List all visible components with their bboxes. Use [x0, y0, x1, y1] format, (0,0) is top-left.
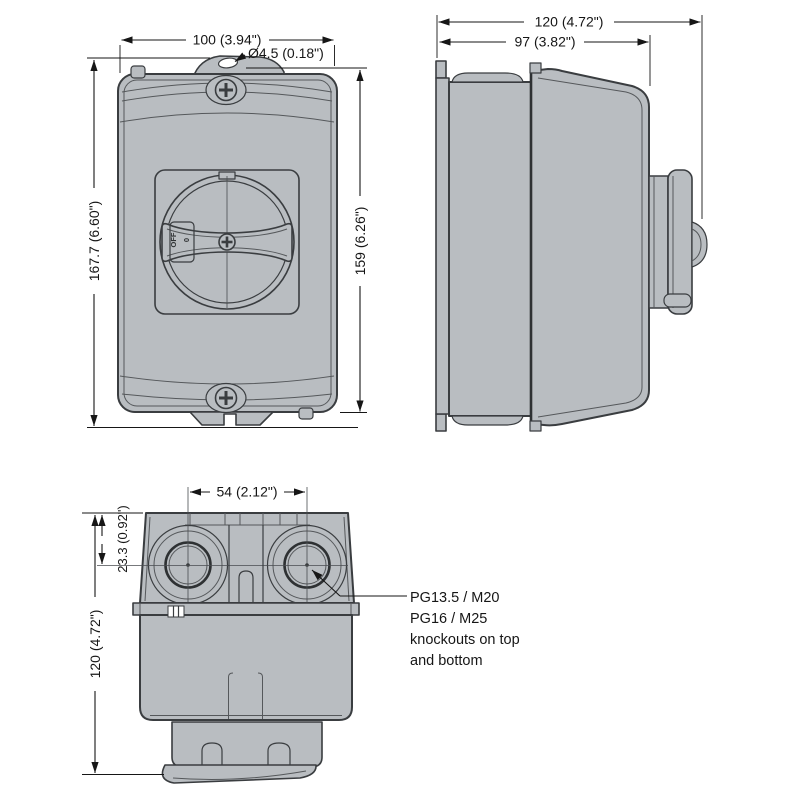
bottom-block-inner-left	[144, 516, 151, 602]
dim-side-body-depth-label: 97 (3.82")	[514, 34, 575, 50]
front-top-mounting-tab	[192, 55, 285, 79]
rotary-switch-knob: OFF 0	[154, 169, 300, 315]
bottom-channel-tab	[238, 570, 254, 602]
side-bottom-knockout-dome	[451, 415, 524, 426]
side-view	[435, 60, 708, 432]
side-view-dimensions: 120 (4.72") 97 (3.82")	[436, 14, 703, 219]
bottom-panel-line-right	[257, 672, 263, 719]
side-back-tab-top	[435, 60, 447, 79]
bottom-flange	[132, 602, 360, 616]
callout-line-1: PG13.5 / M20	[410, 590, 499, 606]
callout-line-4: and bottom	[410, 653, 483, 669]
bottom-bezel	[171, 721, 323, 768]
side-back-plate	[435, 77, 450, 415]
dim-knockout-offset-label-value: 23.3 (0.92")	[115, 505, 130, 573]
dim-front-overall-height-label: 167.7 (6.60")	[86, 201, 102, 281]
dim-front-body-height-label: 159 (6.26")	[352, 207, 368, 276]
callout-leader-arrow	[311, 569, 341, 597]
knockout-callout: PG13.5 / M20 PG16 / M25 knockouts on top…	[311, 569, 520, 669]
bottom-knob-handle	[161, 764, 317, 784]
side-seam-clip-bottom	[529, 420, 542, 432]
side-knob-handle-inner	[691, 228, 702, 262]
din-clip-box	[167, 605, 185, 618]
front-bottom-right-clip	[298, 407, 314, 420]
bezel-slot-right	[267, 742, 291, 767]
side-body-box	[448, 81, 532, 417]
side-lid-inner-contour	[537, 77, 643, 418]
callout-line-3: knockouts on top	[410, 632, 520, 648]
side-knob-plate-edge	[667, 169, 693, 315]
leader-front-hole	[234, 52, 247, 62]
side-shaft-slot	[663, 293, 692, 308]
bottom-mid-body	[139, 614, 353, 721]
dim-knockout-spacing-label: 54 (2.12")	[216, 484, 277, 500]
bottom-view	[97, 487, 360, 784]
side-top-knockout-dome	[451, 72, 524, 83]
front-bottom-mounting-tab	[189, 411, 274, 426]
callout-line-2: PG16 / M25	[410, 611, 487, 627]
side-lid	[530, 68, 650, 427]
side-back-tab-bottom	[435, 413, 447, 432]
dim-front-width-label: 100 (3.94")	[193, 32, 262, 48]
front-view-dimensions: 100 (3.94") Ø4.5 (0.18") 167.7 (6.60") 1…	[86, 32, 368, 428]
bottom-knob-handle-inner	[172, 770, 307, 780]
front-bottom-screw	[205, 382, 247, 414]
knob-off-label: OFF	[169, 232, 178, 247]
side-knob-handle-bulge	[691, 221, 708, 268]
front-view: OFF 0	[117, 55, 338, 426]
front-top-left-clip	[130, 65, 146, 79]
side-knob-shaft	[648, 175, 669, 309]
dim-front-hole-label: Ø4.5 (0.18")	[248, 45, 324, 61]
dim-bottom-depth-label: 120 (4.72")	[87, 610, 103, 679]
side-seam-clip-top	[529, 62, 542, 74]
front-top-sweep	[119, 112, 335, 123]
dim-side-overall-depth-label: 120 (4.72")	[535, 14, 604, 30]
bottom-knockout-block	[139, 512, 355, 604]
bottom-view-dimensions: 54 (2.12") 23.3 (0.92") 120 (4.72")	[82, 484, 305, 775]
front-mounting-hole	[217, 57, 239, 69]
bottom-panel-line-left	[228, 672, 234, 719]
bezel-slot-left	[201, 742, 223, 767]
front-top-screw	[205, 74, 247, 106]
din-clip-detail	[167, 605, 185, 618]
knob-off-label-plate	[169, 221, 195, 263]
knob-zero-label: 0	[182, 238, 191, 242]
